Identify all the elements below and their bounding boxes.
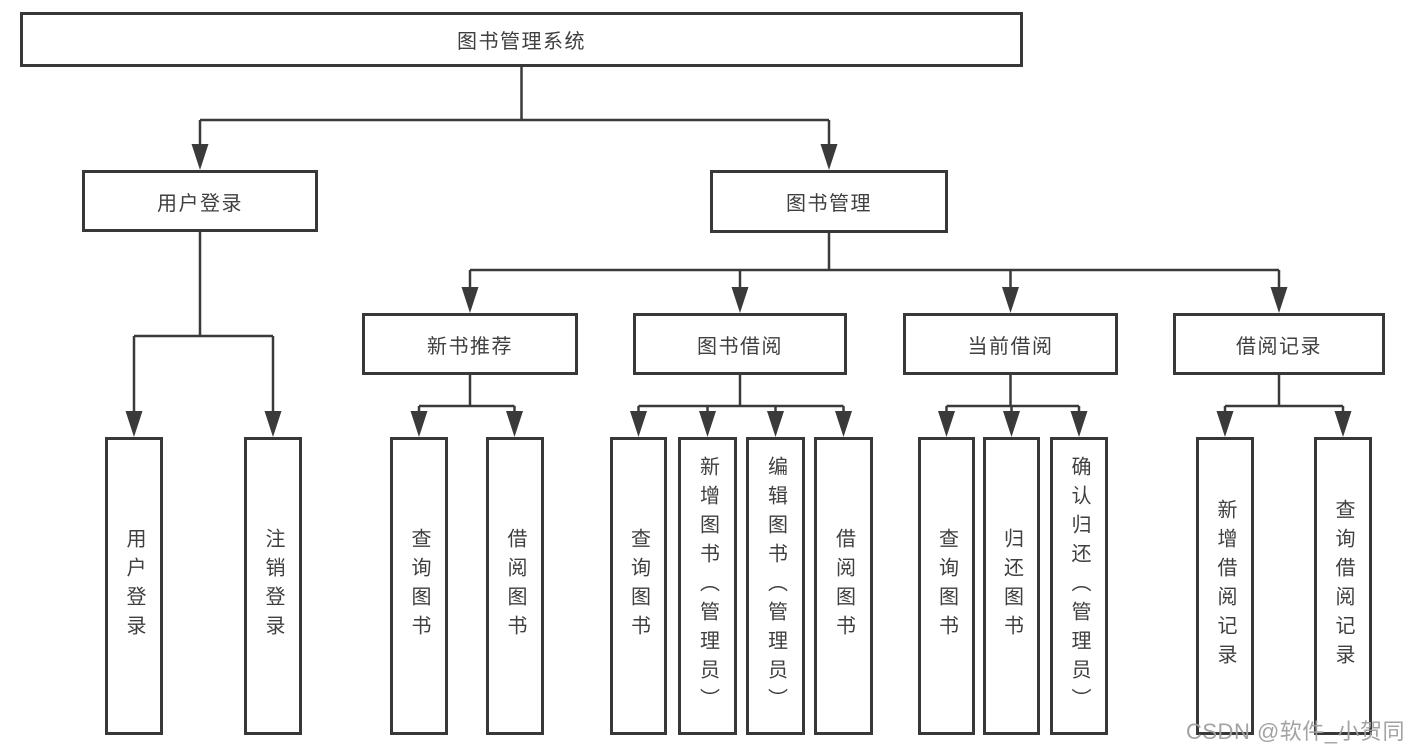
- leaf-add-book-admin: 新增图书（管理员）: [678, 437, 737, 735]
- node-book-management: 图书管理: [710, 170, 948, 233]
- leaf-borrow-book-2-label: 借阅图书: [832, 528, 855, 644]
- leaf-logout-label: 注销登录: [262, 528, 284, 644]
- leaf-return-book-label: 归还图书: [1000, 528, 1023, 644]
- node-root-label: 图书管理系统: [457, 31, 586, 53]
- node-borrow-records: 借阅记录: [1173, 313, 1385, 375]
- csdn-watermark: CSDN @软件_小贺同学: [1186, 719, 1405, 744]
- node-current-borrow-label: 当前借阅: [967, 335, 1054, 358]
- leaf-borrow-book-1-label: 借阅图书: [504, 528, 526, 644]
- node-book-borrow: 图书借阅: [633, 313, 847, 375]
- leaf-confirm-return-admin-label: 确认归还（管理员）: [1068, 455, 1090, 717]
- connector-book-mgmt-to-level3: [461, 233, 1288, 313]
- leaf-query-book-1: 查询图书: [390, 437, 448, 735]
- leaf-query-book-2: 查询图书: [610, 437, 667, 735]
- leaf-edit-book-admin-label: 编辑图书（管理员）: [764, 455, 787, 717]
- leaf-confirm-return-admin: 确认归还（管理员）: [1050, 437, 1108, 735]
- node-new-book-recommend-label: 新书推荐: [427, 335, 513, 358]
- leaf-query-borrow-record: 查询借阅记录: [1314, 437, 1372, 735]
- node-book-management-label: 图书管理: [786, 193, 872, 215]
- leaf-borrow-book-1: 借阅图书: [486, 437, 544, 735]
- leaf-add-book-admin-label: 新增图书（管理员）: [696, 455, 719, 717]
- node-current-borrow: 当前借阅: [903, 313, 1118, 375]
- connector-user-login-to-leaves: [125, 232, 282, 437]
- node-book-borrow-label: 图书借阅: [697, 335, 783, 358]
- connector-root-to-level2: [191, 67, 838, 170]
- node-user-login-label: 用户登录: [157, 192, 243, 215]
- leaf-logout: 注销登录: [244, 437, 302, 735]
- connector-new-book-to-leaves: [410, 375, 523, 437]
- node-user-login: 用户登录: [82, 170, 318, 232]
- leaf-return-book: 归还图书: [983, 437, 1040, 735]
- leaf-user-login: 用户登录: [105, 437, 163, 735]
- connector-borrow-records-to-leaves: [1216, 375, 1352, 437]
- connector-book-borrow-to-leaves: [630, 375, 852, 437]
- leaf-query-book-3: 查询图书: [918, 437, 975, 735]
- node-borrow-records-label: 借阅记录: [1236, 335, 1322, 358]
- leaf-query-book-2-label: 查询图书: [627, 528, 650, 644]
- leaf-borrow-book-2: 借阅图书: [814, 437, 873, 735]
- leaf-query-book-1-label: 查询图书: [408, 528, 430, 644]
- node-new-book-recommend: 新书推荐: [362, 313, 578, 375]
- connector-current-borrow-to-leaves: [938, 375, 1088, 437]
- leaf-query-borrow-record-label: 查询借阅记录: [1332, 499, 1354, 673]
- leaf-add-borrow-record: 新增借阅记录: [1196, 437, 1254, 735]
- leaf-query-book-3-label: 查询图书: [935, 528, 958, 644]
- node-root: 图书管理系统: [20, 12, 1023, 67]
- leaf-user-login-label: 用户登录: [123, 528, 145, 644]
- leaf-edit-book-admin: 编辑图书（管理员）: [746, 437, 805, 735]
- leaf-add-borrow-record-label: 新增借阅记录: [1214, 499, 1236, 673]
